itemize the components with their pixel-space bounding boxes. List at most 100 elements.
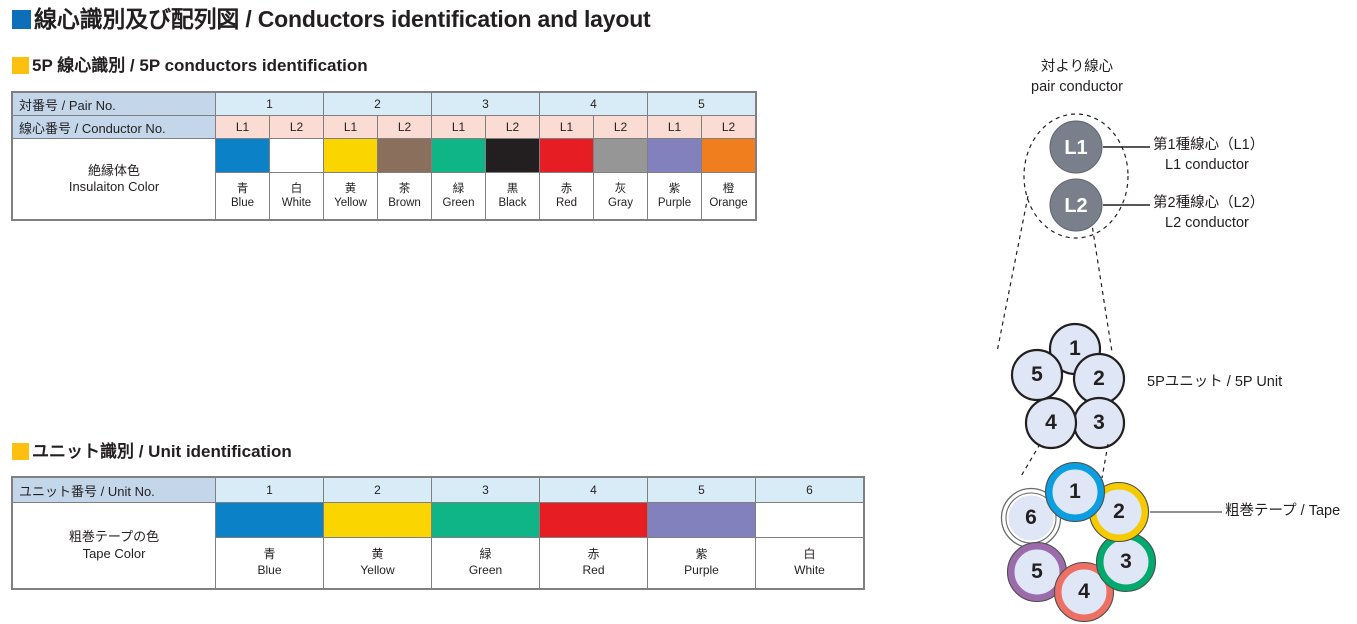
cluster-circle-1-outline — [1044, 461, 1106, 523]
tape-swatch-green — [431, 502, 540, 538]
pair-no-cell-1: 1 — [215, 92, 324, 116]
pair-conductor-caption: 対より線心 pair conductor — [972, 58, 1182, 97]
conductor-no-cell-4: L2 — [377, 115, 432, 139]
unit-no-cell-1: 1 — [215, 477, 324, 503]
l2-callout-en: L2 conductor — [1165, 214, 1249, 231]
section-marker-icon — [12, 57, 29, 74]
pair-caption-en: pair conductor — [1031, 78, 1123, 95]
section-heading-5p: 5P 線心識別 / 5P conductors identification — [12, 57, 368, 74]
conductor-no-cell-1: L1 — [215, 115, 270, 139]
cluster-circle-1 — [1045, 462, 1105, 522]
right-diagram-panel: 対より線心 pair conductor L1 L2 第1種線心（L1） L1 … — [900, 0, 1357, 624]
insulation-swatch-blue — [215, 137, 270, 174]
insulation-swatch-brown — [377, 137, 432, 174]
pair-no-label: 対番号 / Pair No. — [12, 92, 216, 116]
l1-callout-jp: 第1種線心（L1） — [1153, 137, 1265, 153]
page-title-text: 線心識別及び配列図 / Conductors identification an… — [34, 6, 651, 32]
insulation-swatch-gray — [593, 137, 648, 174]
l1-callout-en: L1 conductor — [1165, 156, 1249, 173]
l2-conductor-circle — [1049, 178, 1103, 232]
unit-no-cell-4: 4 — [539, 477, 648, 503]
taper-line-left-lower — [1019, 443, 1041, 479]
conductor-no-cell-3: L1 — [323, 115, 378, 139]
section-heading-5p-text: 5P 線心識別 / 5P conductors identification — [32, 56, 368, 75]
l1-conductor-circle — [1049, 120, 1103, 174]
section-heading-unit: ユニット識別 / Unit identification — [12, 443, 292, 460]
conductor-no-cell-10: L2 — [701, 115, 756, 139]
page-title: 線心識別及び配列図 / Conductors identification an… — [12, 8, 651, 31]
unit-no-cell-5: 5 — [647, 477, 756, 503]
cluster-circle-3 — [1096, 532, 1156, 592]
left-panel: 線心識別及び配列図 / Conductors identification an… — [11, 8, 865, 590]
unit-no-cell-2: 2 — [323, 477, 432, 503]
section-heading-unit-text: ユニット識別 / Unit identification — [32, 442, 292, 461]
insulation-swatch-white — [269, 137, 324, 174]
pair-no-cell-2: 2 — [323, 92, 432, 116]
unit-core-circle-2 — [1072, 352, 1126, 406]
unit-core-circle-5 — [1010, 348, 1064, 402]
cluster-circle-4-outline — [1053, 561, 1115, 623]
title-marker-icon — [12, 10, 31, 29]
tape-callout: 粗巻テープ / Tape — [1225, 503, 1341, 519]
conductor-no-cell-7: L1 — [539, 115, 594, 139]
unit-no-label: ユニット番号 / Unit No. — [12, 477, 216, 503]
taper-line-right-lower — [1101, 443, 1109, 479]
l1-callout: 第1種線心（L1） L1 conductor — [1153, 136, 1264, 175]
l2-callout-jp: 第2種線心（L2） — [1153, 195, 1265, 211]
unit-core-circle-4 — [1024, 396, 1078, 450]
conductor-no-label: 線心番号 / Conductor No. — [12, 115, 216, 139]
tape-color-label-jp: 粗巻テープの色 — [68, 528, 160, 544]
tape-swatch-red — [539, 502, 648, 538]
tape-swatch-white — [755, 502, 864, 538]
conductor-no-cell-9: L1 — [647, 115, 702, 139]
pair-envelope-dashed — [1023, 113, 1129, 239]
insulation-color-label-en: Insulaiton Color — [68, 179, 160, 194]
tape-swatch-blue — [215, 502, 324, 538]
tape-swatch-purple — [647, 502, 756, 538]
insulation-swatch-orange — [701, 137, 756, 174]
insulation-swatch-black — [485, 137, 540, 174]
unit-no-cell-6: 6 — [755, 477, 864, 503]
insulation-swatch-yellow — [323, 137, 378, 174]
conductor-no-cell-2: L2 — [269, 115, 324, 139]
l2-callout: 第2種線心（L2） L2 conductor — [1153, 194, 1264, 233]
cable-cluster — [1000, 461, 1157, 623]
pair-no-cell-5: 5 — [647, 92, 756, 116]
tape-color-label-en: Tape Color — [82, 545, 146, 561]
unit-no-cell-3: 3 — [431, 477, 540, 503]
pair-no-cell-4: 4 — [539, 92, 648, 116]
conductor-no-cell-8: L2 — [593, 115, 648, 139]
conductor-no-cell-5: L1 — [431, 115, 486, 139]
conductor-no-cell-6: L2 — [485, 115, 540, 139]
insulation-swatch-purple — [647, 137, 702, 174]
five-p-unit-callout: 5Pユニット / 5P Unit — [1147, 374, 1283, 390]
unit-core-circle-3 — [1072, 396, 1126, 450]
insulation-swatch-green — [431, 137, 486, 174]
